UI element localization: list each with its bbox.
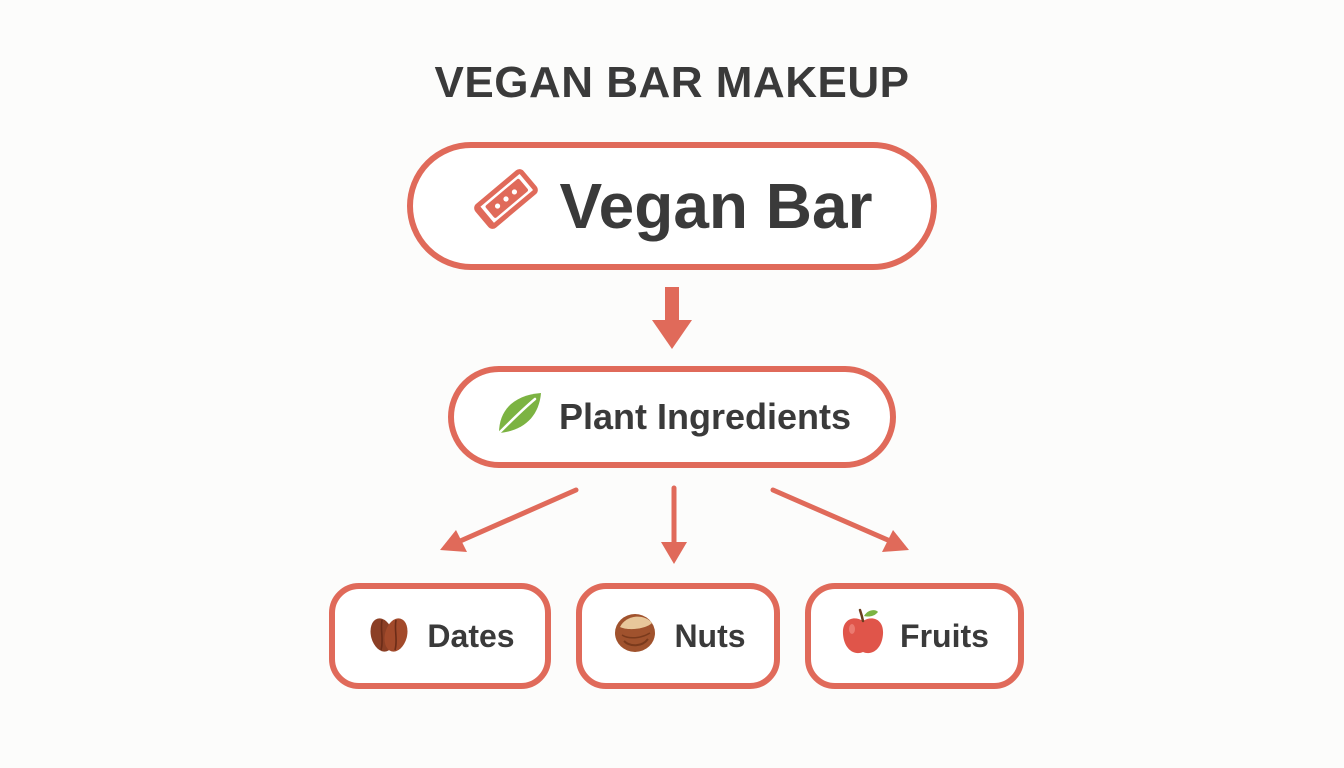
dates-icon	[365, 608, 413, 664]
arrow-middle-to-dates	[440, 487, 579, 552]
node-label: Plant Ingredients	[558, 396, 852, 437]
node-label: Vegan Bar	[559, 170, 873, 242]
arrow-root-to-middle	[652, 287, 692, 349]
node-nuts: Nuts	[576, 583, 780, 689]
diagram-title: VEGAN BAR MAKEUP	[434, 58, 910, 107]
arrow-middle-to-fruits	[770, 487, 909, 552]
leaf-icon	[493, 389, 545, 446]
node-vegan-bar: Vegan Bar	[407, 142, 937, 270]
node-plant-ingredients: Plant Ingredients	[448, 366, 896, 468]
apple-icon	[840, 607, 886, 665]
node-dates: Dates	[329, 583, 551, 689]
node-fruits: Fruits	[805, 583, 1024, 689]
bar-icon	[471, 164, 541, 249]
node-label: Nuts	[674, 617, 746, 654]
node-label: Fruits	[900, 617, 989, 654]
node-label: Dates	[427, 617, 515, 654]
nut-icon	[610, 607, 660, 665]
arrow-middle-to-nuts	[661, 485, 687, 564]
